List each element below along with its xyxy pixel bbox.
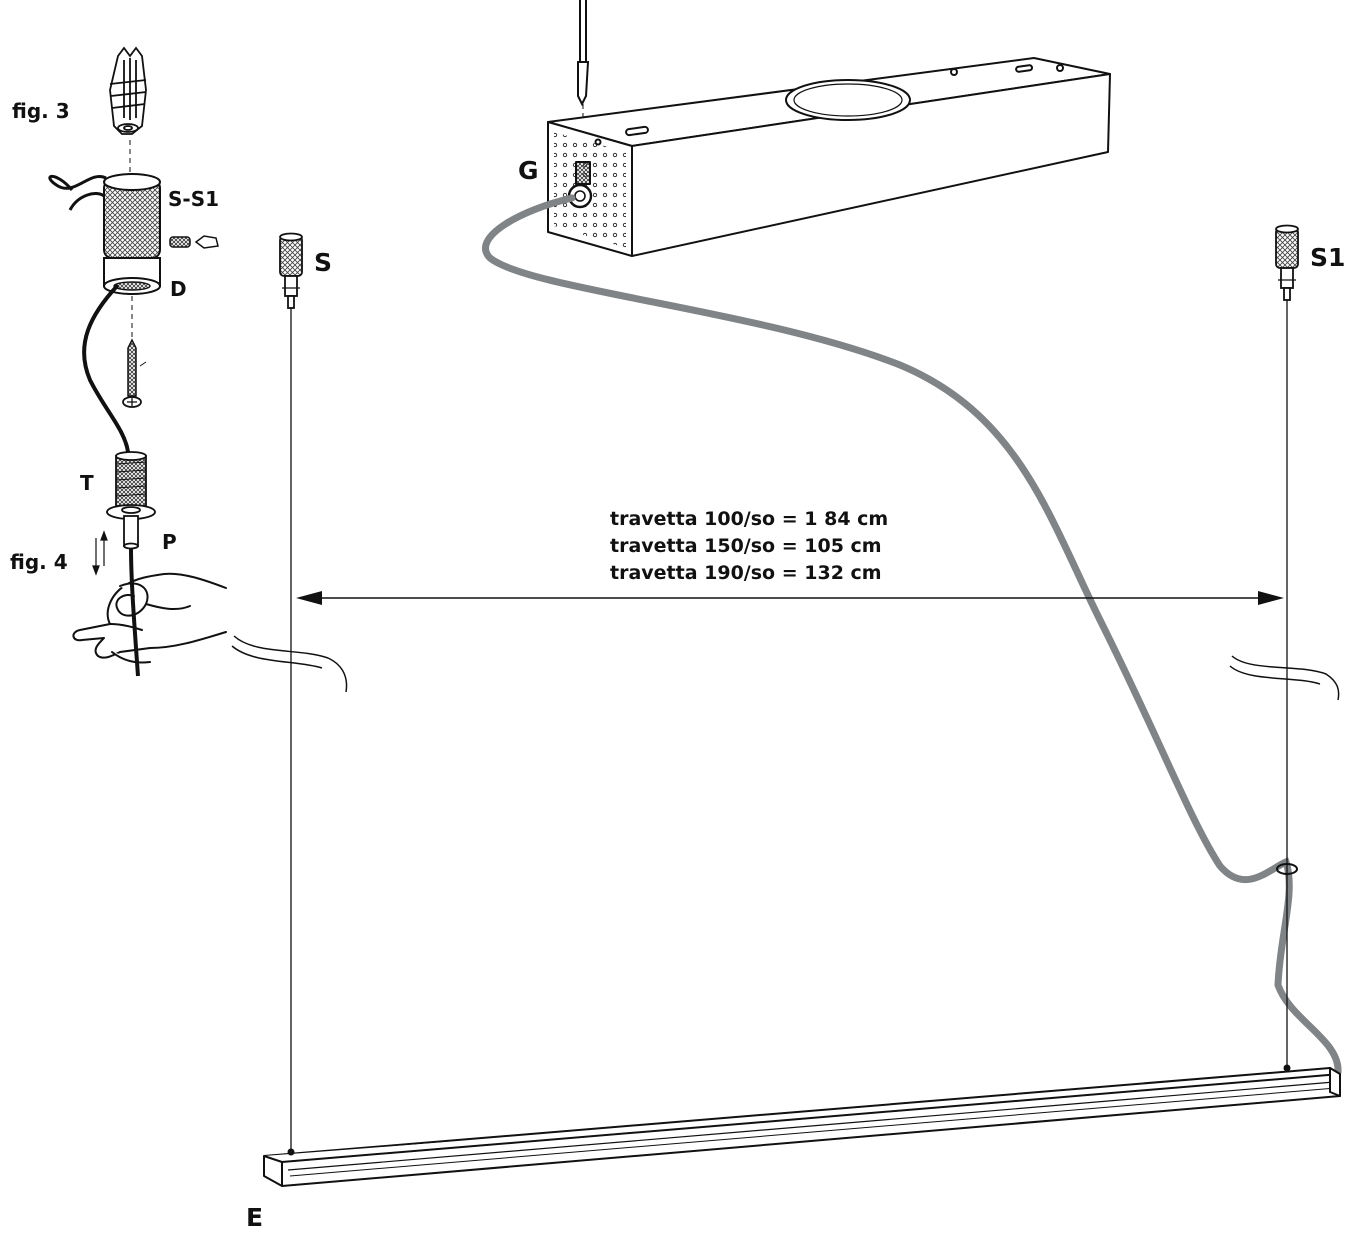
label-t: T bbox=[80, 471, 94, 495]
suspension-s1 bbox=[1275, 224, 1299, 301]
hand-illustration bbox=[72, 572, 227, 664]
label-s: S bbox=[314, 248, 333, 277]
wood-screw bbox=[122, 338, 147, 408]
dimension-text-100: travetta 100/so = 1 84 cm bbox=[610, 508, 889, 530]
wall-bracket-s-s1 bbox=[48, 173, 161, 295]
wire-break-mark-left bbox=[233, 635, 348, 693]
dimension-text-150: travetta 150/so = 105 cm bbox=[610, 535, 882, 557]
screwdriver bbox=[577, 0, 590, 107]
dimension-text-190: travetta 190/so = 132 cm bbox=[610, 562, 882, 584]
grub-screw bbox=[169, 235, 219, 249]
push-pull-arrows bbox=[92, 530, 108, 576]
label-g: G bbox=[518, 156, 539, 185]
power-cable bbox=[82, 283, 130, 453]
power-cord bbox=[482, 194, 1342, 1076]
label-d: D bbox=[170, 277, 187, 301]
suspension-s bbox=[279, 232, 303, 309]
label-s1: S1 bbox=[1310, 243, 1346, 272]
wire-break-mark-right bbox=[1231, 655, 1340, 701]
label-p: P bbox=[162, 530, 177, 554]
cable-clamp-t bbox=[106, 451, 156, 550]
label-e: E bbox=[246, 1203, 264, 1232]
label-s-s1: S-S1 bbox=[168, 187, 220, 211]
dimension-arrow bbox=[296, 591, 1284, 605]
wall-plug bbox=[109, 46, 147, 135]
driver-box bbox=[547, 57, 1111, 257]
led-profile-bar bbox=[263, 1064, 1341, 1187]
fig-4-label: fig. 4 bbox=[10, 550, 68, 574]
hand-cable bbox=[129, 547, 140, 677]
fig-3-label: fig. 3 bbox=[12, 99, 70, 123]
